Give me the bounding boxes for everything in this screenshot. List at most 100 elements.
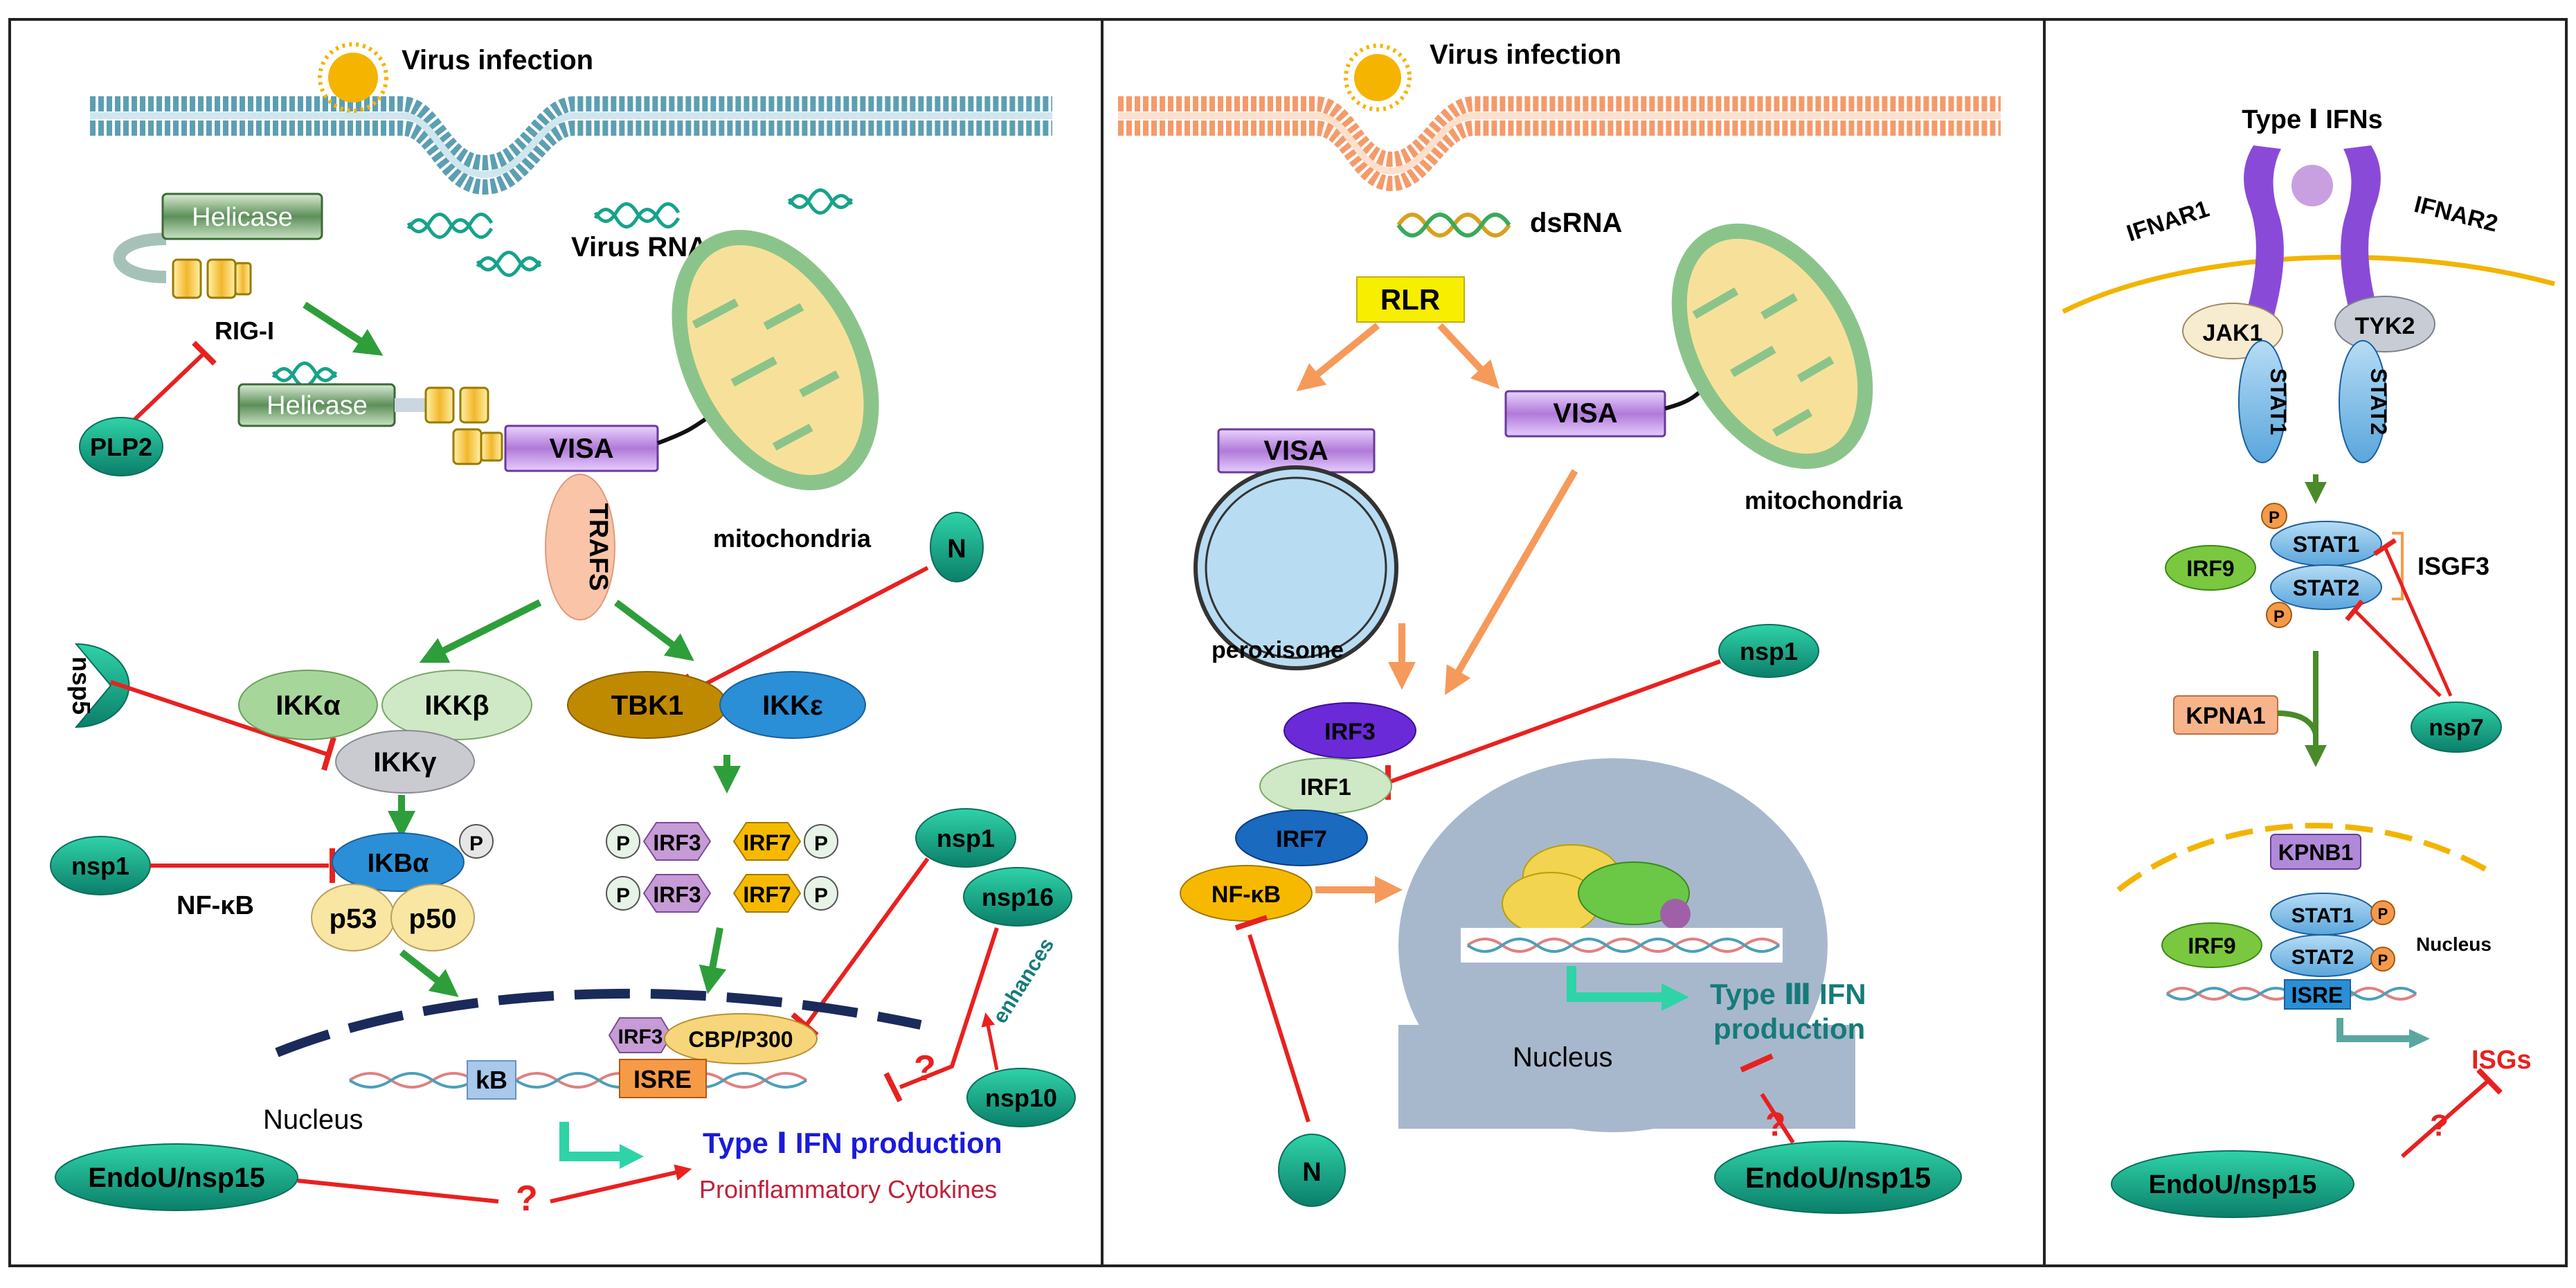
irf9-label-isgf3: IRF9	[2186, 556, 2234, 581]
inhibit-nsp1-irf1	[1387, 659, 1722, 785]
rig-i-label: RIG-I	[215, 316, 274, 345]
question-mark-p3: ?	[2430, 1109, 2449, 1143]
ikba-label: IKBα	[368, 849, 429, 878]
p-label-irf3a: P	[616, 832, 630, 855]
type1-ifns-label: Type Ⅰ IFNs	[2242, 105, 2382, 134]
visa-node-1	[504, 424, 659, 472]
tyk2-node	[2334, 296, 2435, 352]
nsp16-node	[963, 867, 1072, 927]
type3-ifn-line2: production	[1713, 1012, 1865, 1045]
kb-box	[467, 1060, 516, 1100]
nsp1-label-p2: nsp1	[1740, 637, 1798, 665]
p50-node	[390, 884, 475, 951]
nuclear-envelope-1	[275, 988, 922, 1057]
inhibit-endou-1	[297, 1179, 499, 1204]
n-node-top	[930, 512, 984, 582]
mitochondria-icon-1	[672, 230, 879, 490]
inhibit-endou-3	[2401, 1078, 2490, 1159]
panel-1: Virus infection Helicase RIG-I Virus RNA	[50, 42, 1076, 1219]
stat1-label-top: STAT1	[2266, 368, 2291, 436]
inhibit-nsp5-ikkg	[110, 680, 330, 757]
p-label-irf3b: P	[616, 884, 630, 907]
nucleus-base-p2	[1398, 1025, 1855, 1129]
nsp1-right-node	[915, 808, 1016, 868]
trafs-label: TRAFS	[584, 503, 613, 591]
irf3-nuc-label: IRF3	[618, 1026, 663, 1048]
p50-label: p50	[409, 904, 457, 934]
irf9-node-nuc	[2161, 922, 2262, 968]
stat2-label-isgf3: STAT2	[2293, 575, 2360, 600]
p-label-irf7a: P	[814, 832, 828, 855]
isre-label-1: ISRE	[633, 1065, 692, 1093]
p-label-irf7b: P	[814, 884, 828, 907]
kpnb1-box	[2270, 834, 2361, 870]
nsp10-label: nsp10	[985, 1084, 1057, 1112]
arrow-trafs-ikk	[419, 599, 542, 663]
kpna1-label: KPNA1	[2186, 703, 2265, 729]
rlr-box	[1356, 276, 1465, 323]
irf3-label-b: IRF3	[653, 882, 701, 907]
virus-rna-icons	[271, 188, 854, 388]
visa-left-label: VISA	[1263, 436, 1328, 466]
trafs-node	[545, 474, 615, 620]
p-label-stat2-nuc: P	[2378, 951, 2388, 969]
inhibit-nsp7-stat1	[2383, 546, 2453, 697]
mitochondria-label-2: mitochondria	[1745, 486, 1903, 515]
nuclear-envelope-3	[2116, 823, 2487, 893]
n-label-p2: N	[1302, 1158, 1321, 1187]
tbk1-label: TBK1	[611, 690, 683, 721]
nfkb-node-p2	[1180, 865, 1313, 922]
cbp-label: CBP/P300	[688, 1027, 793, 1052]
dsrna-icon	[1396, 213, 1511, 238]
virus-rna-label: Virus RNA	[571, 232, 708, 262]
cytokines-label: Proinflammatory Cytokines	[699, 1175, 997, 1204]
visa-node-right	[1504, 390, 1666, 438]
nfkb-label-1: NF-κB	[177, 891, 254, 920]
nucleus-label-2: Nucleus	[1513, 1042, 1613, 1073]
stat2-label-top: STAT2	[2366, 368, 2391, 436]
nsp1-node-p2	[1718, 624, 1819, 678]
irf9-label-nuc: IRF9	[2188, 933, 2235, 958]
cbp-node	[664, 1013, 818, 1064]
rlr-label: RLR	[1380, 283, 1440, 316]
cell-membrane-1	[90, 96, 1052, 195]
irf1-label-p2: IRF1	[1300, 774, 1351, 800]
transcription-arrow-2	[1567, 966, 1661, 1002]
inhibit-n-nfkb	[1248, 934, 1310, 1122]
nsp7-label: nsp7	[2429, 715, 2483, 741]
isgf3-label: ISGF3	[2417, 552, 2489, 580]
nsp7-node	[2411, 701, 2502, 753]
ifnar2-label: IFNAR2	[2411, 191, 2500, 238]
virus-infection-label: Virus infection	[402, 45, 593, 75]
nucleus-label-3: Nucleus	[2416, 933, 2492, 955]
cell-membrane-3	[2062, 255, 2555, 314]
arrow-rig-to-helicase	[303, 301, 384, 356]
stat1-label-nuc: STAT1	[2291, 904, 2354, 927]
stat2-label-nuc: STAT2	[2291, 946, 2354, 969]
irf7-label-b: IRF7	[743, 882, 791, 907]
p53-label: p53	[330, 904, 377, 934]
panel-3-frame	[2043, 18, 2568, 1267]
isre-box-1	[619, 1059, 707, 1098]
irf-dimers: P IRF3 IRF7 P P IRF3 IRF7 P	[606, 822, 838, 913]
dsrna-label: dsRNA	[1530, 208, 1622, 238]
mitochondria-label-1: mitochondria	[713, 524, 872, 553]
visa-right-label: VISA	[1553, 398, 1617, 429]
irf3-label-p2: IRF3	[1324, 719, 1376, 745]
visa-label-1: VISA	[549, 433, 613, 464]
arrow-irf-nucleus	[699, 927, 727, 994]
transcription-arrow-1	[559, 1122, 623, 1161]
kpnb1-label: KPNB1	[2278, 840, 2353, 865]
jak1-label: JAK1	[2203, 320, 2263, 346]
nsp16-label: nsp16	[982, 883, 1054, 911]
panel-3: Type Ⅰ IFNs IFNAR1 IFNAR2 JAK1 TYK2 STAT…	[2062, 105, 2555, 1218]
irf7-label-p2: IRF7	[1276, 826, 1327, 852]
inhibit-plp2-rig	[129, 351, 206, 424]
ikkg-node	[335, 730, 475, 794]
p-label-stat1-nuc: P	[2378, 905, 2388, 922]
ikka-node	[238, 670, 378, 740]
inhibit-n-tbk1	[694, 566, 929, 691]
irf7-node-p2	[1235, 810, 1368, 866]
